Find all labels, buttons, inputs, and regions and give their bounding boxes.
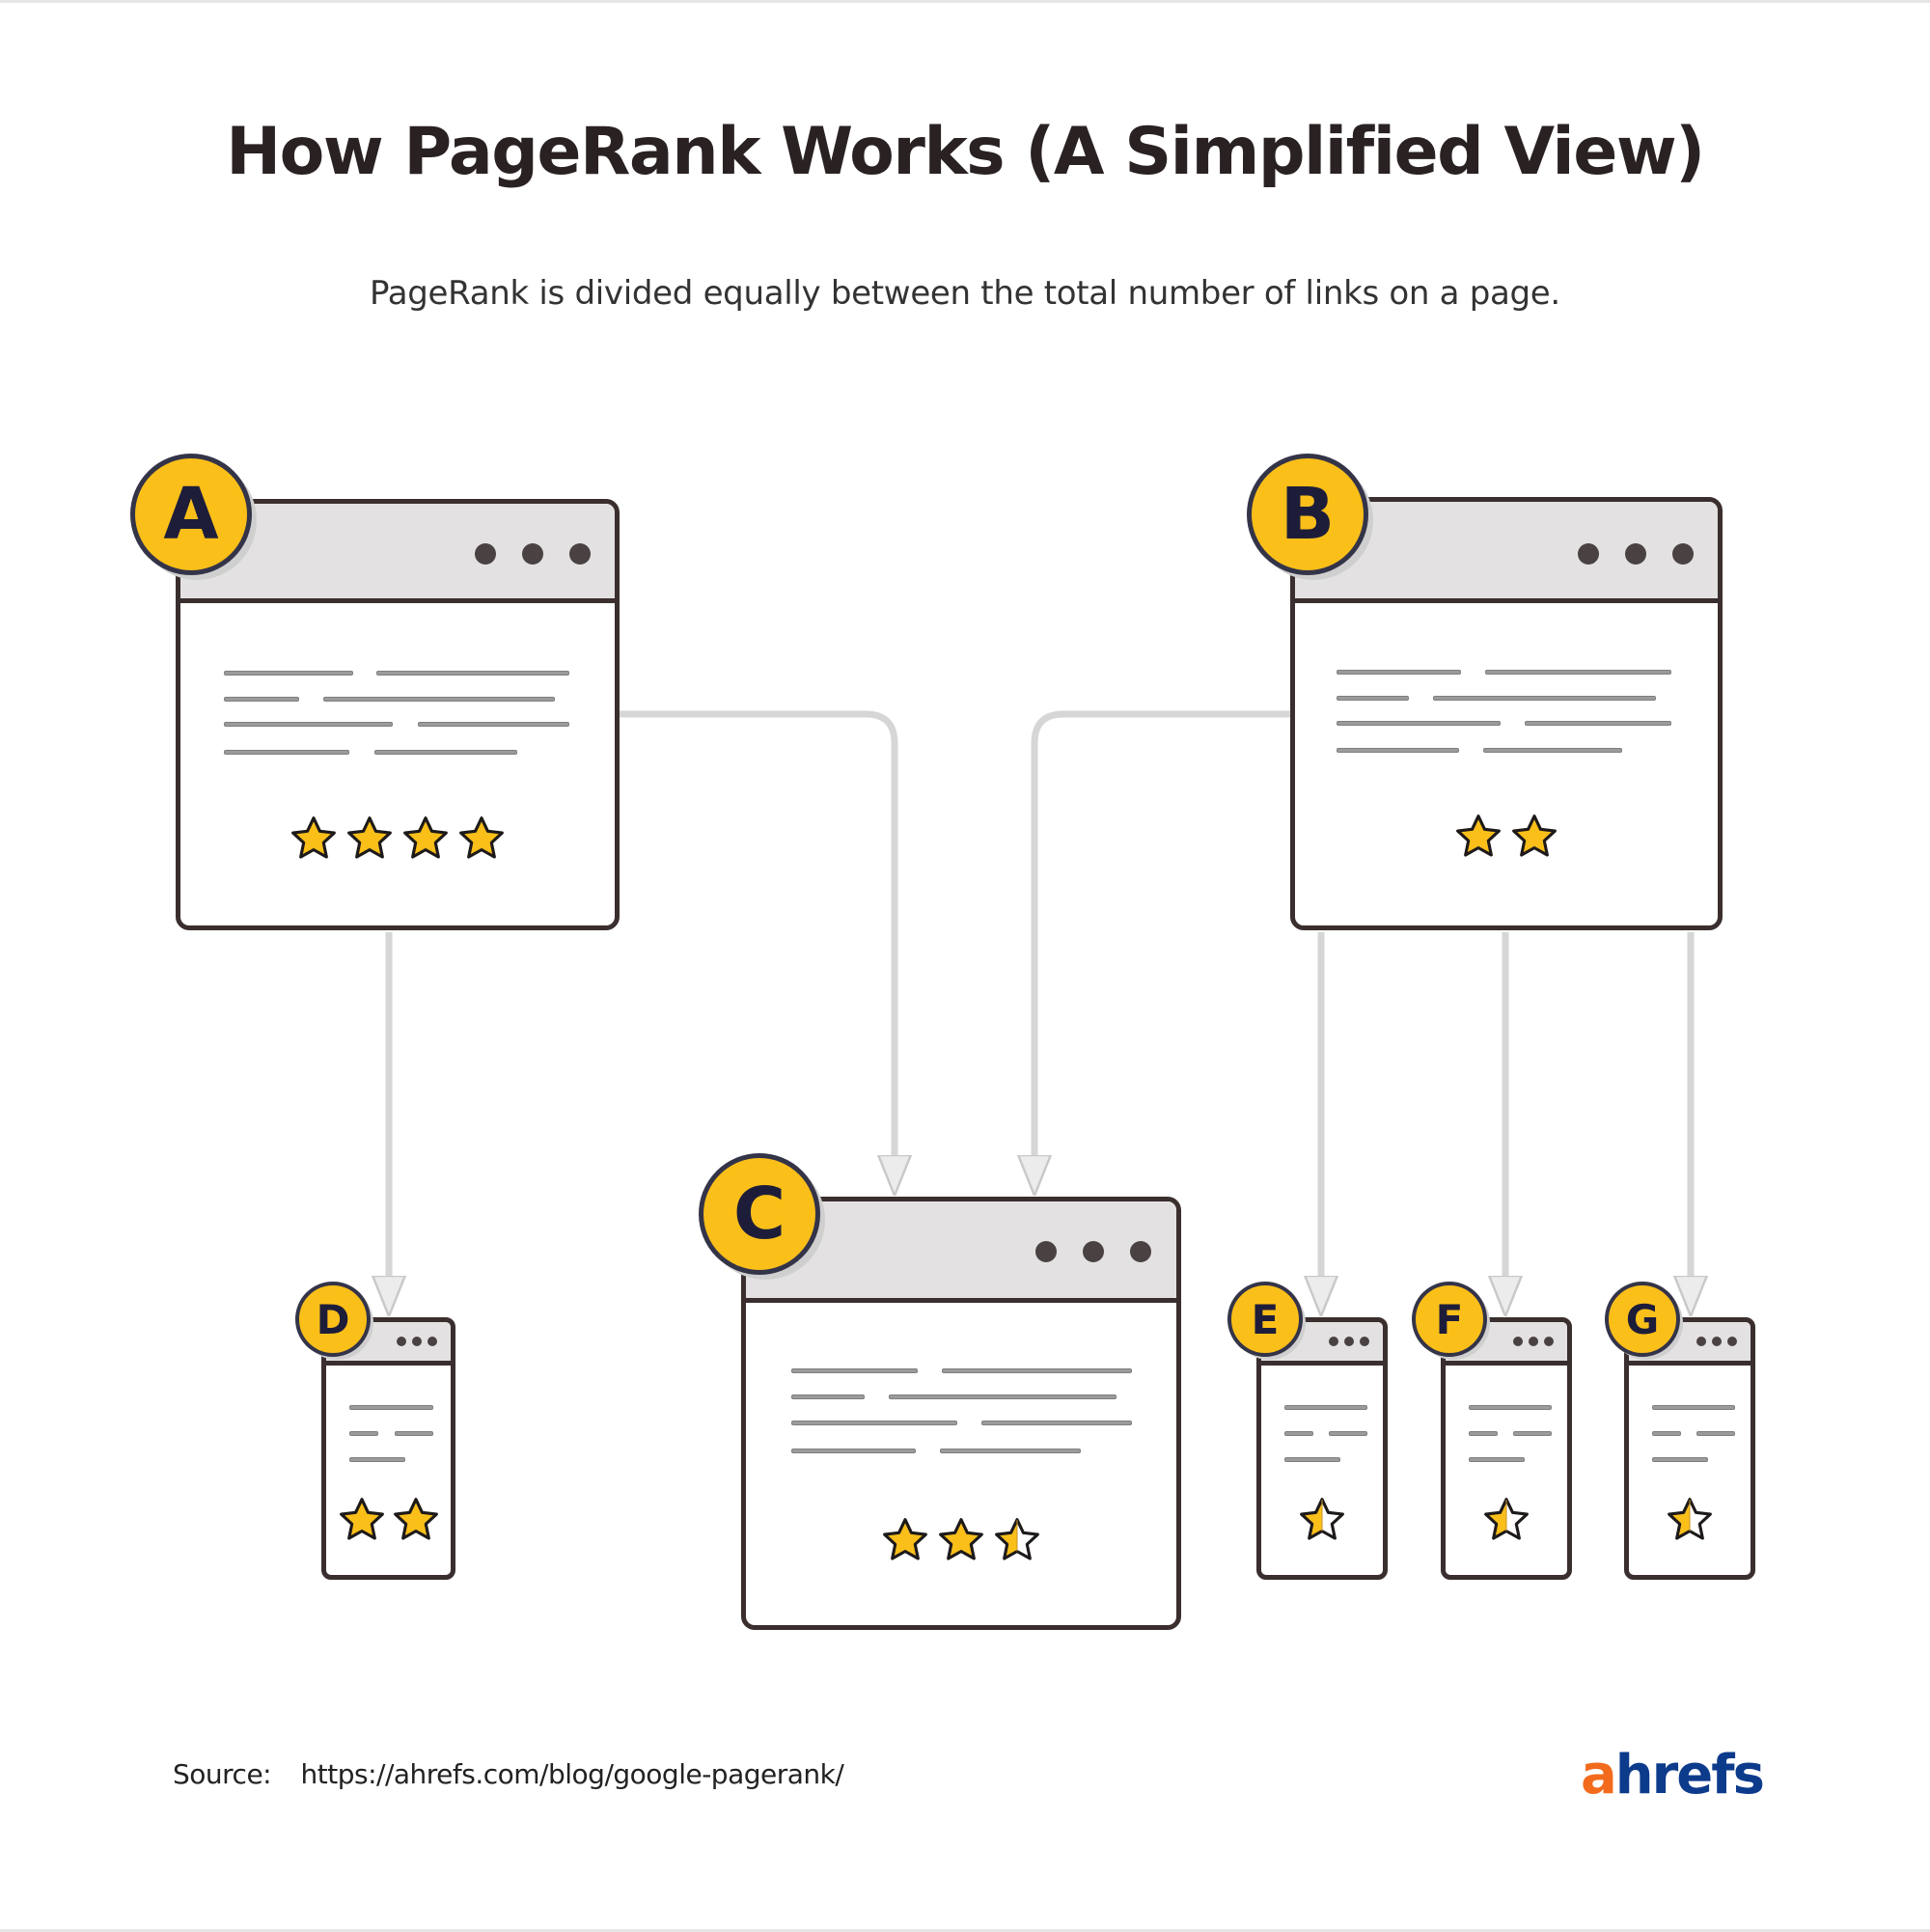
browser-header [180, 504, 615, 603]
pagerank-stars [1629, 1496, 1751, 1544]
page-badge-f: F [1412, 1282, 1487, 1357]
star-icon [291, 816, 336, 859]
diagram-title: How PageRank Works (A Simplified View) [226, 114, 1705, 190]
page-badge-b: B [1247, 454, 1368, 575]
page-badge-d: D [295, 1282, 371, 1357]
star-icon [883, 1518, 927, 1560]
link-a-to-c [618, 710, 895, 1175]
pagerank-stars [1261, 1496, 1383, 1544]
page-d [321, 1317, 455, 1580]
star-icon [403, 816, 448, 859]
page-badge-g: G [1605, 1282, 1680, 1357]
window-dots-icon [1329, 1337, 1369, 1346]
window-dots-icon [1035, 1241, 1151, 1262]
half-star-icon [1668, 1498, 1712, 1540]
star-icon [1456, 814, 1501, 857]
star-icon [459, 816, 504, 859]
source-label: Source: [173, 1758, 272, 1790]
page-a [176, 499, 620, 930]
star-icon [347, 816, 392, 859]
pagerank-stars [746, 1516, 1176, 1564]
page-e [1256, 1317, 1388, 1580]
diagram-subtitle: PageRank is divided equally between the … [370, 274, 1560, 313]
star-icon [393, 1498, 438, 1540]
star-icon [939, 1518, 983, 1560]
half-star-icon [1300, 1498, 1344, 1540]
half-star-icon [995, 1518, 1039, 1560]
page-g [1624, 1317, 1755, 1580]
browser-header [1446, 1322, 1567, 1366]
top-border [0, 0, 1930, 3]
page-b [1290, 497, 1723, 930]
window-dots-icon [1696, 1337, 1737, 1346]
star-icon [1512, 814, 1557, 857]
star-icon [339, 1498, 384, 1540]
page-badge-c: C [699, 1153, 820, 1275]
pagerank-stars [326, 1496, 451, 1544]
window-dots-icon [397, 1337, 437, 1346]
source-citation: Source: https://ahrefs.com/blog/google-p… [173, 1758, 844, 1790]
source-url-link[interactable]: https://ahrefs.com/blog/google-pagerank/ [300, 1758, 844, 1790]
window-dots-icon [1513, 1337, 1554, 1346]
bottom-border [0, 1929, 1930, 1932]
pagerank-stars [1295, 813, 1718, 861]
ahrefs-logo: ahrefs [1581, 1744, 1765, 1807]
page-badge-e: E [1227, 1282, 1303, 1357]
page-badge-a: A [130, 454, 252, 575]
half-star-icon [1484, 1498, 1529, 1540]
window-dots-icon [1578, 543, 1694, 565]
page-f [1441, 1317, 1572, 1580]
link-b-to-c [1034, 710, 1290, 1175]
pagerank-stars [180, 814, 615, 863]
window-dots-icon [475, 543, 591, 565]
pagerank-stars [1446, 1496, 1567, 1544]
page-c [741, 1197, 1181, 1630]
